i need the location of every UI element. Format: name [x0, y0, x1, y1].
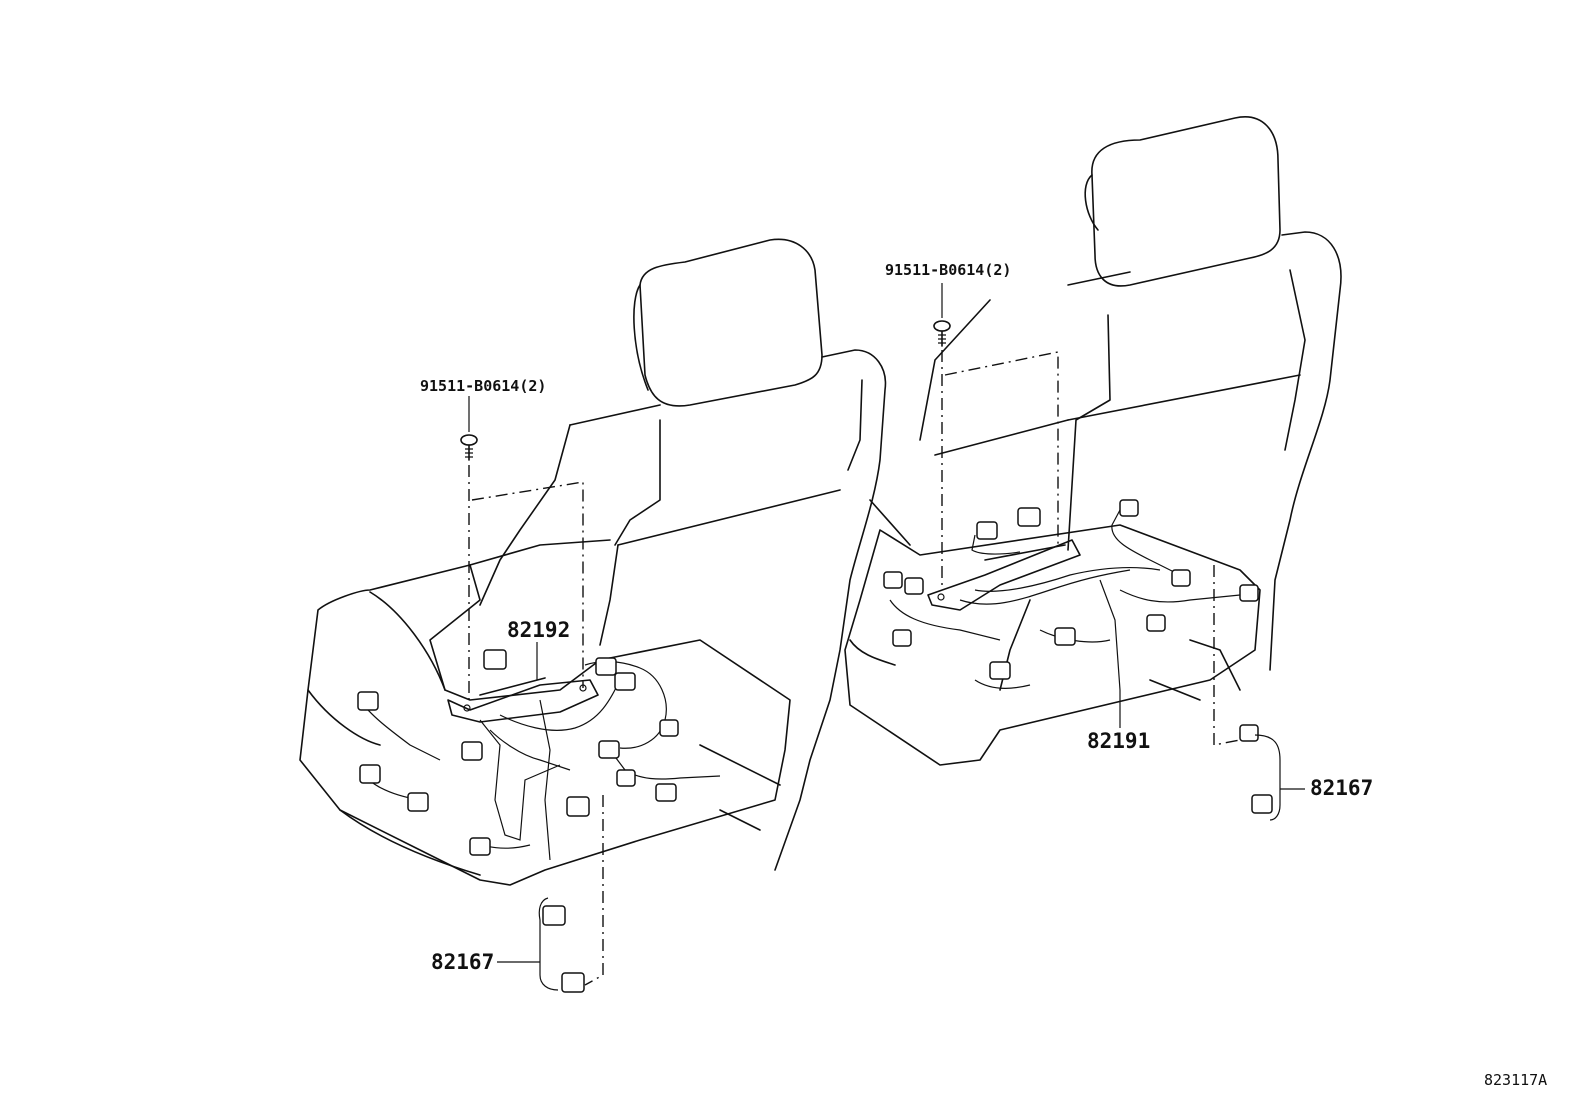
right-wire-leader-lines — [1119, 565, 1305, 821]
diagram-reference-code: 823117A — [1484, 1071, 1547, 1089]
right-seat-outline — [844, 116, 1342, 766]
callout-bolt-left: 91511-B0614(2) — [420, 377, 546, 395]
callout-wire-right: 82167 — [1310, 776, 1373, 800]
left-wire-leader-lines — [497, 642, 604, 991]
callout-harness-left: 82192 — [507, 618, 570, 642]
callout-bolt-right: 91511-B0614(2) — [885, 261, 1011, 279]
right-bolt-icon — [933, 320, 951, 347]
right-harness-connectors — [883, 499, 1273, 814]
right-bolt-leader-lines — [941, 283, 1059, 590]
left-seat-outline — [299, 238, 887, 886]
left-bolt-leader-lines — [468, 396, 584, 705]
callout-harness-right: 82191 — [1087, 729, 1150, 753]
left-bolt-icon — [460, 434, 478, 461]
callout-wire-bottom-left: 82167 — [431, 950, 494, 974]
left-harness-connectors — [357, 649, 679, 993]
